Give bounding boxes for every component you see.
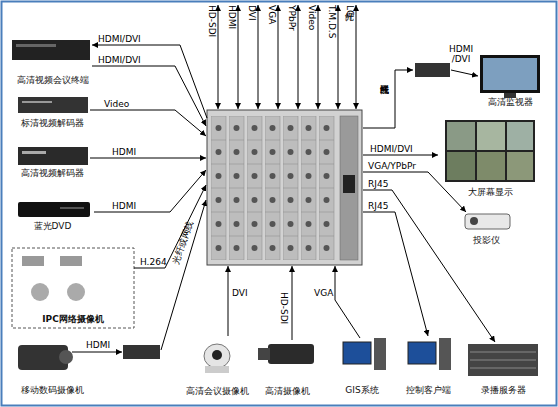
signal-label: RJ45: [368, 201, 388, 211]
signal-label: RJ45: [368, 179, 388, 189]
device-node: 录播服务器: [462, 340, 544, 396]
device-caption: GIS系统: [345, 385, 378, 396]
device-node: 高清摄像机: [255, 335, 320, 397]
device-caption: 标清视频解码器: [21, 118, 84, 129]
signal-label: HD-SDI: [207, 5, 217, 37]
signal-label: Video: [307, 5, 317, 30]
signal-label: HDMI/DVI: [370, 144, 413, 154]
devices: [12, 40, 540, 376]
device-node: 蓝光DVD: [5, 198, 100, 232]
signal-label: Video: [104, 99, 129, 109]
signal-label: 光纤LC: [345, 5, 355, 16]
signal-label: HDMI: [86, 340, 110, 350]
signal-label: VGA: [267, 5, 277, 24]
device-node: GIS系统: [333, 336, 391, 396]
device-caption: 高清会议摄像机: [186, 386, 249, 397]
signal-label: H.264: [140, 257, 167, 267]
signal-label: HDMI: [227, 5, 237, 29]
signal-label: DVI: [247, 5, 257, 21]
device-node: 高清视频解码器: [5, 143, 100, 179]
signal-label: HDMI /DVI: [446, 44, 476, 64]
signal-label: 光纤或网线: [170, 220, 195, 266]
device-node: 控制客户端: [398, 336, 458, 396]
device-caption: IPC网络摄像机: [42, 314, 104, 325]
signal-label: HDMI/DVI: [98, 55, 141, 65]
signal-label: VGA: [314, 288, 333, 298]
signal-label: HDMI: [112, 147, 136, 157]
device-caption: 录播服务器: [481, 385, 526, 396]
device-node: 标清视频解码器: [5, 93, 100, 129]
signal-label: VGA/YPbPr: [368, 161, 416, 171]
device-caption: 控制客户端: [406, 385, 451, 396]
signal-label: YPbPr: [287, 5, 297, 31]
signal-label: DVI: [232, 288, 248, 298]
device-caption: 大屏幕显示: [468, 187, 513, 198]
device-caption: 高清监视器: [488, 97, 533, 108]
device-node: 高清监视器: [472, 50, 548, 108]
device-node: 投影仪: [452, 208, 520, 246]
signal-label: HDMI: [112, 201, 136, 211]
device-node: 移动数码摄像机: [5, 336, 100, 396]
device-caption: 蓝光DVD: [34, 221, 72, 232]
signal-label: HDMI/DVI: [98, 34, 141, 44]
device-caption: 移动数码摄像机: [21, 385, 84, 396]
device-caption: 高清摄像机: [265, 386, 310, 397]
device-node: 大屏幕显示: [440, 116, 540, 198]
matrix-chassis: [207, 110, 362, 265]
device-caption: 投影仪: [473, 235, 500, 246]
device-node: 高清会议摄像机: [180, 335, 255, 397]
signal-label: T.M.D.S: [327, 5, 337, 38]
device-caption: 高清视频会议终端: [17, 75, 89, 86]
signal-label: HD-SDI: [279, 292, 289, 324]
device-node: IPC网络摄像机: [12, 248, 134, 328]
device-caption: 高清视频解码器: [21, 168, 84, 179]
signal-wires: [72, 5, 495, 352]
device-node: 高清视频会议终端: [5, 36, 100, 86]
